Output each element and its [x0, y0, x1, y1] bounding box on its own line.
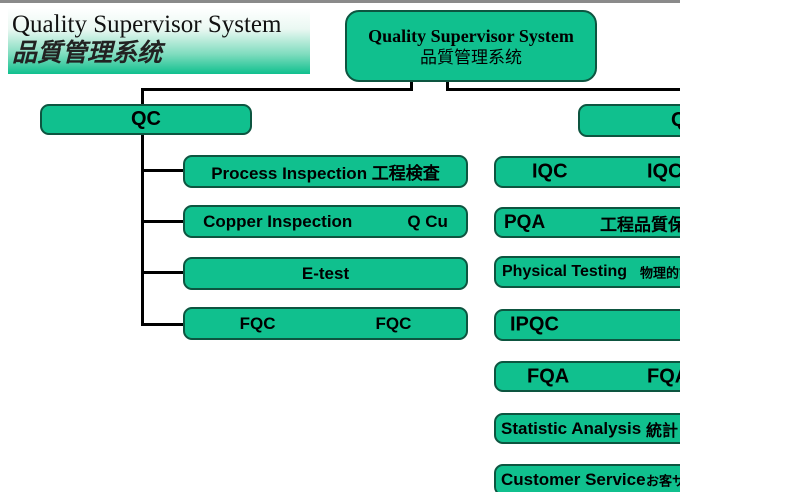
connector-root-right-drop	[446, 82, 449, 91]
node-physical-testing: Physical Testing 物理的試	[494, 256, 680, 288]
node-pqa-label: PQA	[504, 211, 546, 233]
node-fqa-label: FQA	[527, 365, 570, 387]
node-copper-inspection: Copper Inspection Q Cu	[183, 205, 468, 238]
node-ipqc: IPQC	[494, 309, 680, 341]
top-rule	[0, 0, 680, 3]
qc-node: QC	[40, 104, 252, 135]
node-pqa: PQA 工程品質保	[494, 207, 680, 238]
connector-stub-copper	[143, 220, 183, 223]
banner-title: Quality Supervisor System	[12, 11, 282, 38]
qa-node-label: QA	[671, 109, 680, 132]
connector-qc-spine	[141, 135, 144, 326]
connector-root-left-drop	[410, 82, 413, 91]
node-fqc-label: FQC	[239, 313, 276, 333]
node-pqa-cjk: 工程品質保	[600, 215, 680, 234]
node-fqc: FQC FQC	[183, 307, 468, 340]
node-physical-testing-label: Physical Testing	[502, 263, 628, 280]
node-iqc: IQC IQC	[494, 156, 680, 188]
connector-horizontal-right	[446, 88, 680, 91]
node-etest-label: E-test	[301, 263, 350, 283]
node-copper-inspection-label: Copper Inspection	[203, 211, 353, 231]
node-process-inspection-label: Process Inspection 工程検査	[211, 164, 440, 183]
node-statistic-analysis-cjk: 統計	[646, 422, 679, 440]
slide-visible-area: Quality Supervisor System 品質管理系统 Quality…	[0, 0, 680, 492]
node-statistic-analysis: Statistic Analysis 統計	[494, 413, 680, 444]
node-etest: E-test	[183, 257, 468, 290]
node-iqc-code: IQC	[647, 160, 680, 183]
node-copper-inspection-code: Q Cu	[407, 211, 448, 231]
root-node: Quality Supervisor System 品質管理系统	[345, 10, 597, 82]
node-customer-service-cjk: お客サー	[646, 473, 680, 489]
qc-node-label: QC	[131, 108, 161, 130]
connector-horizontal-left	[141, 88, 413, 91]
connector-stub-etest	[143, 271, 183, 274]
node-customer-service: Customer Service お客サー	[494, 464, 680, 492]
root-node-title: Quality Supervisor System	[368, 25, 574, 46]
node-iqc-label: IQC	[532, 160, 568, 183]
node-ipqc-label: IPQC	[510, 313, 559, 336]
node-physical-testing-cjk: 物理的試	[640, 265, 680, 281]
node-fqc-code: FQC	[375, 313, 412, 333]
node-fqa-code: FQA	[647, 365, 680, 387]
title-banner: Quality Supervisor System 品質管理系统	[8, 8, 310, 74]
node-customer-service-label: Customer Service	[501, 470, 646, 489]
banner-subtitle: 品質管理系统	[12, 40, 163, 67]
connector-stub-fqc	[143, 323, 183, 326]
connector-qc-drop	[141, 88, 144, 104]
node-statistic-analysis-label: Statistic Analysis	[501, 418, 642, 438]
connector-stub-process	[143, 169, 183, 172]
node-fqa: FQA FQA	[494, 361, 680, 392]
node-process-inspection: Process Inspection 工程検査	[183, 155, 468, 188]
qa-node: QA	[578, 104, 680, 137]
root-node-subtitle: 品質管理系统	[420, 47, 522, 67]
